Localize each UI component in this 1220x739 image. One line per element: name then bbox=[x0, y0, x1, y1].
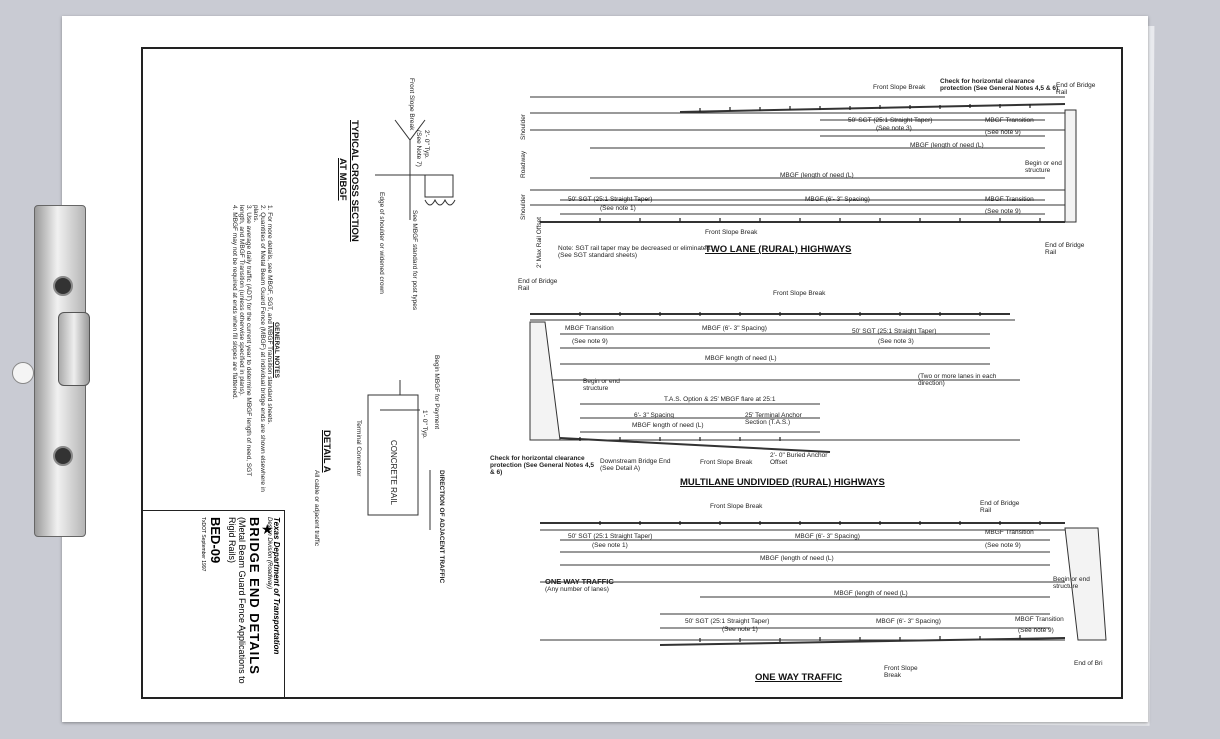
detail-label-direction: DIRECTION OF ADJACENT TRAFFIC bbox=[438, 470, 445, 584]
note-2: 2. Quantities of Metal Beam Guard Fence … bbox=[252, 205, 266, 492]
section-label-edge: Edge of shoulder or widened crown bbox=[378, 192, 385, 294]
section-label-typ: 2'- 0" Typ. bbox=[423, 130, 430, 159]
two-lane-roadway: Roadway bbox=[520, 150, 527, 178]
detail-label-concrete: CONCRETE RAIL bbox=[389, 440, 398, 505]
rivet-top bbox=[53, 276, 73, 296]
oneway-spacing: MBGF (6'- 3" Spacing) bbox=[795, 533, 860, 540]
sheet-title: BRIDGE END DETAILS bbox=[247, 517, 262, 675]
clip-lever[interactable] bbox=[58, 312, 90, 386]
oneway-see9: (See note 9) bbox=[985, 542, 1021, 549]
two-lane-transition-bottom: MBGF Transition bbox=[985, 196, 1034, 203]
multi-see9: (See note 9) bbox=[572, 338, 608, 345]
oneway-front-slope: Front Slope Break bbox=[710, 503, 763, 510]
notes-heading: GENERAL NOTES bbox=[273, 322, 280, 378]
multi-front-slope: Front Slope Break bbox=[773, 290, 826, 297]
two-lane-title: TWO LANE (RURAL) HIGHWAYS bbox=[705, 244, 852, 255]
note-3: 3. Use average daily traffic (ADT) for t… bbox=[238, 205, 252, 477]
oneway-length-need: MBGF (length of need (L) bbox=[760, 555, 834, 562]
sheet-date: TxDOT September 1997 bbox=[200, 517, 206, 572]
two-lane-transition-top: MBGF Transition bbox=[985, 117, 1034, 124]
oneway-end-rail: End of Bridge Rail bbox=[980, 500, 1020, 514]
two-lane-end-rail-bottom: End of Bridge Rail bbox=[1045, 242, 1085, 256]
two-lane-spacing: MBGF (6'- 3" Spacing) bbox=[805, 196, 870, 203]
detail-label-typ: 1'- 0" Typ. bbox=[421, 410, 428, 439]
multi-spacing: MBGF (6'- 3" Spacing) bbox=[702, 325, 767, 332]
agency-name: Texas Department of Transportation bbox=[272, 517, 281, 655]
two-lane-end-rail-top: End of Bridge Rail bbox=[1056, 82, 1096, 96]
two-lane-note: Note: SGT rail taper may be decreased or… bbox=[558, 245, 712, 259]
oneway-title: ONE WAY TRAFFIC bbox=[755, 672, 843, 683]
detail-label-begin: Begin MBGF for Payment bbox=[433, 355, 440, 430]
oneway-sgt2: 50' SGT (25:1 Straight Taper) bbox=[685, 618, 770, 625]
two-lane-see3: (See note 3) bbox=[876, 125, 912, 132]
multi-sgt: 50' SGT (25:1 Straight Taper) bbox=[852, 328, 937, 335]
general-notes: GENERAL NOTES 1. For more details, see M… bbox=[231, 205, 280, 495]
two-lane-see9-top: (See note 9) bbox=[985, 129, 1021, 136]
multi-terminal: 25' Terminal Anchor Section (T.A.S.) bbox=[745, 412, 802, 426]
multi-lanes: (Two or more lanes in each direction) bbox=[918, 373, 997, 387]
multi-downstream: Downstream Bridge End (See Detail A) bbox=[600, 458, 671, 472]
two-lane-see1: (See note 1) bbox=[600, 205, 636, 212]
section-label-front-slope: Front Slope Break bbox=[408, 78, 415, 131]
oneway-see1-2: (See note 1) bbox=[722, 626, 758, 633]
oneway-spacing2: MBGF (6'- 3" Spacing) bbox=[876, 618, 941, 625]
two-lane-shoulder-top: Shoulder bbox=[520, 113, 527, 140]
rivet-bottom bbox=[53, 446, 73, 466]
two-lane-begin-end: Begin or end structure bbox=[1025, 160, 1062, 174]
multi-length-need: MBGF length of need (L) bbox=[705, 355, 777, 362]
two-lane-offset: 2' Max Rail Offset bbox=[536, 217, 543, 268]
detail-a-title: DETAIL A bbox=[321, 430, 332, 473]
two-lane-see9-bottom: (See note 9) bbox=[985, 208, 1021, 215]
title-block: Texas Department of Transportation Desig… bbox=[142, 510, 285, 698]
two-lane-front-slope: Front Slope Break bbox=[873, 84, 926, 91]
note-1: 1. For more details, see MBGF, SGT, and … bbox=[266, 205, 273, 425]
typical-section-title: TYPICAL CROSS SECTION bbox=[349, 120, 360, 242]
section-label-posts: See MBGF standard for post types bbox=[411, 210, 418, 311]
multi-front-slope2: Front Slope Break bbox=[700, 459, 753, 466]
two-lane-front-slope-bottom: Front Slope Break bbox=[705, 229, 758, 236]
note-4: 4. MBGF may not be required at ends when… bbox=[231, 205, 238, 400]
multi-spacing2: 6'- 3" Spacing bbox=[634, 412, 675, 419]
oneway-front-slope2: Front Slope Break bbox=[884, 665, 918, 679]
sheet-code: BED-09 bbox=[208, 517, 223, 564]
oneway-see1: (See note 1) bbox=[592, 542, 628, 549]
oneway-traffic-sub: (Any number of lanes) bbox=[545, 586, 609, 593]
oneway-end-bri: End of Bri bbox=[1074, 660, 1103, 667]
multi-end-rail: End of Bridge Rail bbox=[518, 278, 558, 292]
multi-length-need2: MBGF length of need (L) bbox=[632, 422, 704, 429]
two-lane-sgt-top: 50' SGT (25:1 Straight Taper) bbox=[848, 117, 933, 124]
sheet-subtitle: (Metal Beam Guard Fence Applications to … bbox=[227, 517, 247, 684]
multi-tas: T.A.S. Option & 25' MBGF flare at 25:1 bbox=[664, 396, 776, 403]
oneway-transition2: MBGF Transition bbox=[1015, 616, 1064, 623]
section-label-note7: (See Note 7) bbox=[415, 130, 422, 167]
oneway-transition: MBGF Transition bbox=[985, 529, 1034, 536]
oneway-see9-2: (See note 9) bbox=[1018, 627, 1054, 634]
multi-buried: 2'- 0" Buried Anchor Offset bbox=[770, 452, 828, 466]
hang-hole bbox=[12, 362, 34, 384]
detail-label-traffic: All cable or adjacent traffic bbox=[313, 470, 320, 547]
oneway-length-need2: MBGF (length of need (L) bbox=[834, 590, 908, 597]
two-lane-length-mid: MBGF (length of need (L) bbox=[780, 172, 854, 179]
two-lane-length-top: MBGF (length of need (L) bbox=[910, 142, 984, 149]
two-lane-shoulder-bottom: Shoulder bbox=[520, 193, 527, 220]
multi-title: MULTILANE UNDIVIDED (RURAL) HIGHWAYS bbox=[680, 477, 885, 488]
oneway-traffic-label: ONE WAY TRAFFIC bbox=[545, 577, 614, 586]
multi-check: Check for horizontal clearance protectio… bbox=[490, 455, 595, 476]
typical-section-subtitle: AT MBGF bbox=[337, 158, 348, 201]
oneway-sgt: 50' SGT (25:1 Straight Taper) bbox=[568, 533, 653, 540]
multi-transition: MBGF Transition bbox=[565, 325, 614, 332]
multi-begin-end: Begin or end structure bbox=[583, 378, 620, 392]
two-lane-sgt-bottom: 50' SGT (25:1 Straight Taper) bbox=[568, 196, 653, 203]
detail-label-terminal: Terminal Connector bbox=[355, 420, 362, 477]
txdot-star-icon: ★ bbox=[261, 521, 274, 537]
oneway-begin-end: Begin or end structure bbox=[1053, 576, 1090, 590]
multi-see3: (See note 3) bbox=[878, 338, 914, 345]
two-lane-check: Check for horizontal clearance protectio… bbox=[940, 78, 1059, 92]
